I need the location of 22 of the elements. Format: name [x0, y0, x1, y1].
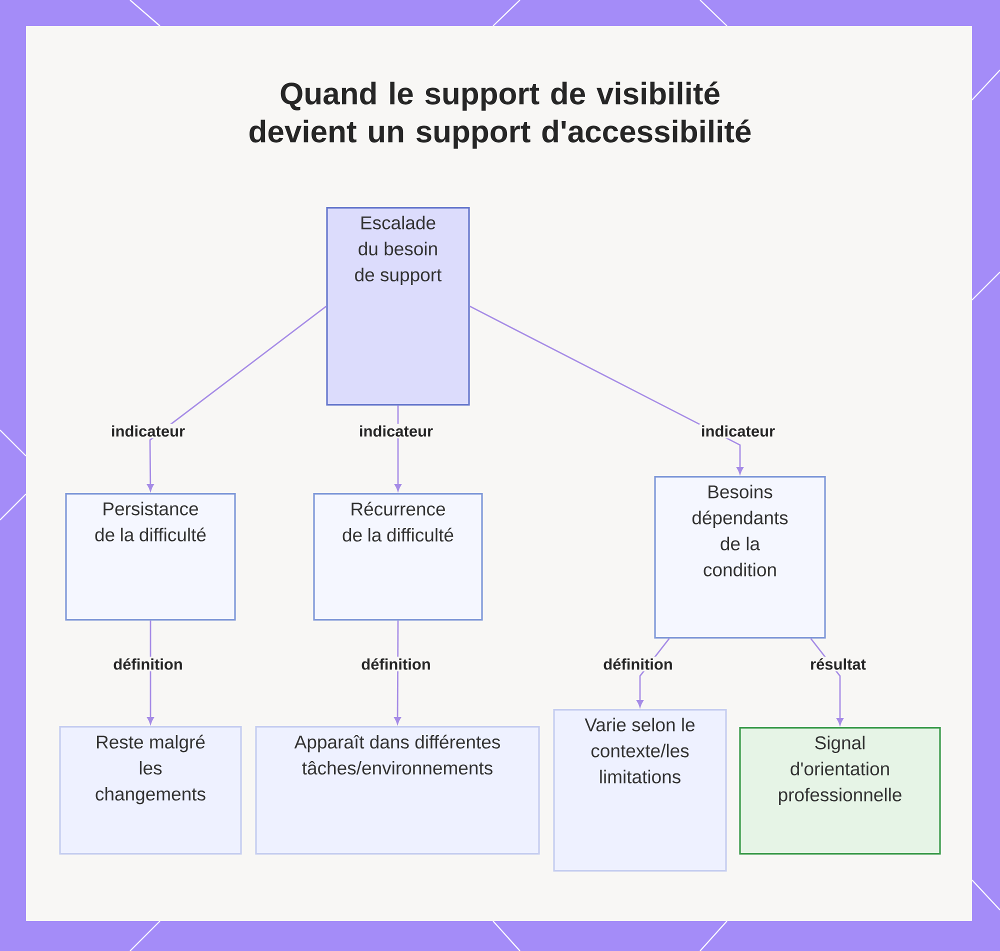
arrow: [470, 306, 744, 474]
process-box: Persistance de la difficulté: [65, 493, 236, 621]
title: Quand le support de visibilité devient un support d'accessibilité: [250, 82, 751, 149]
edge-label: indicateur: [109, 424, 187, 438]
process-box: Besoins dépendants de la condition: [654, 476, 826, 639]
arrow: [394, 406, 402, 492]
process-box: Récurrence de la difficulté: [313, 493, 483, 621]
edge-label: définition: [360, 656, 432, 672]
edge-label: indicateur: [699, 424, 777, 438]
edge-label: indicateur: [357, 424, 435, 438]
process-box: Varie selon le contexte/les limitations: [553, 709, 727, 872]
process-box: Apparaît dans différentes tâches/environnements: [255, 726, 540, 855]
process-box: Signal d'orientation professionnelle: [739, 727, 941, 855]
arrow: [147, 306, 327, 492]
edge-label: définition: [112, 656, 184, 672]
arrow: [810, 638, 844, 726]
arrow: [147, 620, 154, 724]
edge-label: définition: [602, 656, 674, 672]
process-box: Reste malgré les changements: [59, 726, 242, 855]
edge-label: résultat: [808, 656, 868, 672]
arrow: [394, 620, 401, 724]
process-box: Escalade du besoin de support: [326, 207, 470, 406]
